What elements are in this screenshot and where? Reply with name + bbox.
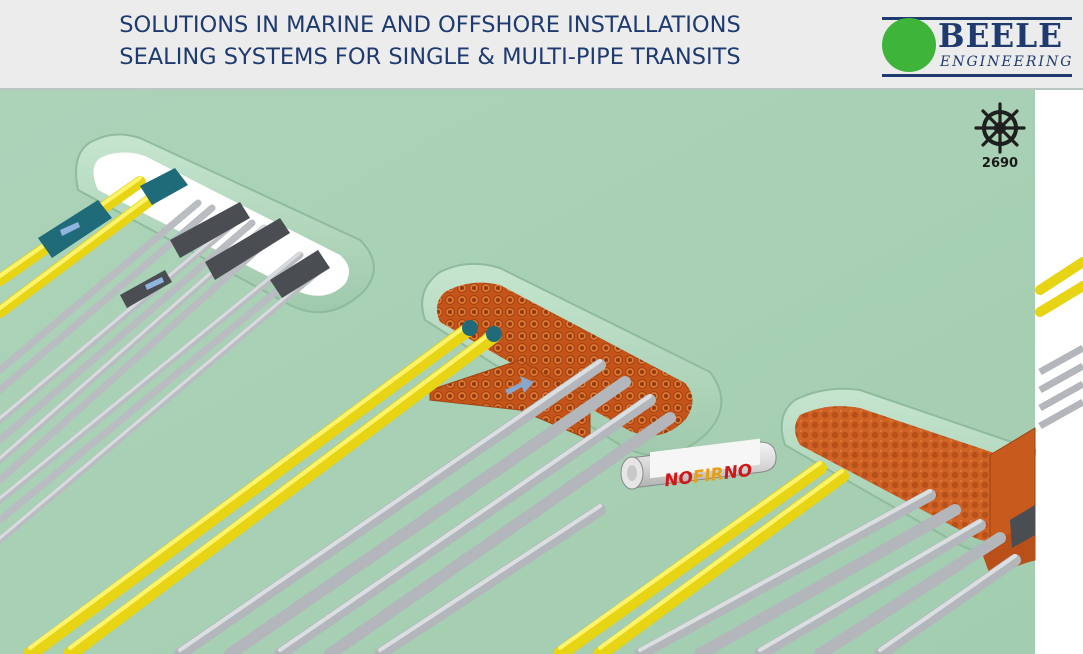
canister-label-mid: FIR xyxy=(692,464,725,488)
edge-pipes xyxy=(1035,257,1083,430)
title-line-2: SEALING SYSTEMS FOR SINGLE & MULTI-PIPE … xyxy=(119,44,741,70)
product-code: 2690 xyxy=(981,156,1019,171)
transit-right xyxy=(553,387,1037,654)
logo-name: BEELE xyxy=(938,16,1063,55)
canister-label-right: NO xyxy=(723,461,754,484)
beele-engineering-logo: BEELE ENGINEERING xyxy=(880,10,1076,78)
transit-left xyxy=(0,133,375,544)
header-banner: SOLUTIONS IN MARINE AND OFFSHORE INSTALL… xyxy=(0,0,1083,90)
pipe-transit-illustration: NOFIRNO xyxy=(0,90,1083,654)
svg-text:NOFIRNO: NOFIRNO xyxy=(663,461,753,492)
insert-arrow xyxy=(505,376,534,395)
logo-rule-bottom xyxy=(882,74,1072,77)
logo-green-circle xyxy=(882,18,936,72)
logo-subtitle: ENGINEERING xyxy=(940,54,1074,70)
foam-insert-right xyxy=(795,406,1030,542)
nofirno-canister: NOFIRNO xyxy=(620,438,777,492)
transit-middle: NOFIRNO xyxy=(23,262,777,654)
tube-insert-middle xyxy=(436,282,693,436)
canister-label-left: NO xyxy=(663,468,694,491)
logo-rule-top xyxy=(882,17,1072,20)
ship-wheel-icon xyxy=(970,102,1030,178)
title-line-1: SOLUTIONS IN MARINE AND OFFSHORE INSTALL… xyxy=(119,12,741,38)
